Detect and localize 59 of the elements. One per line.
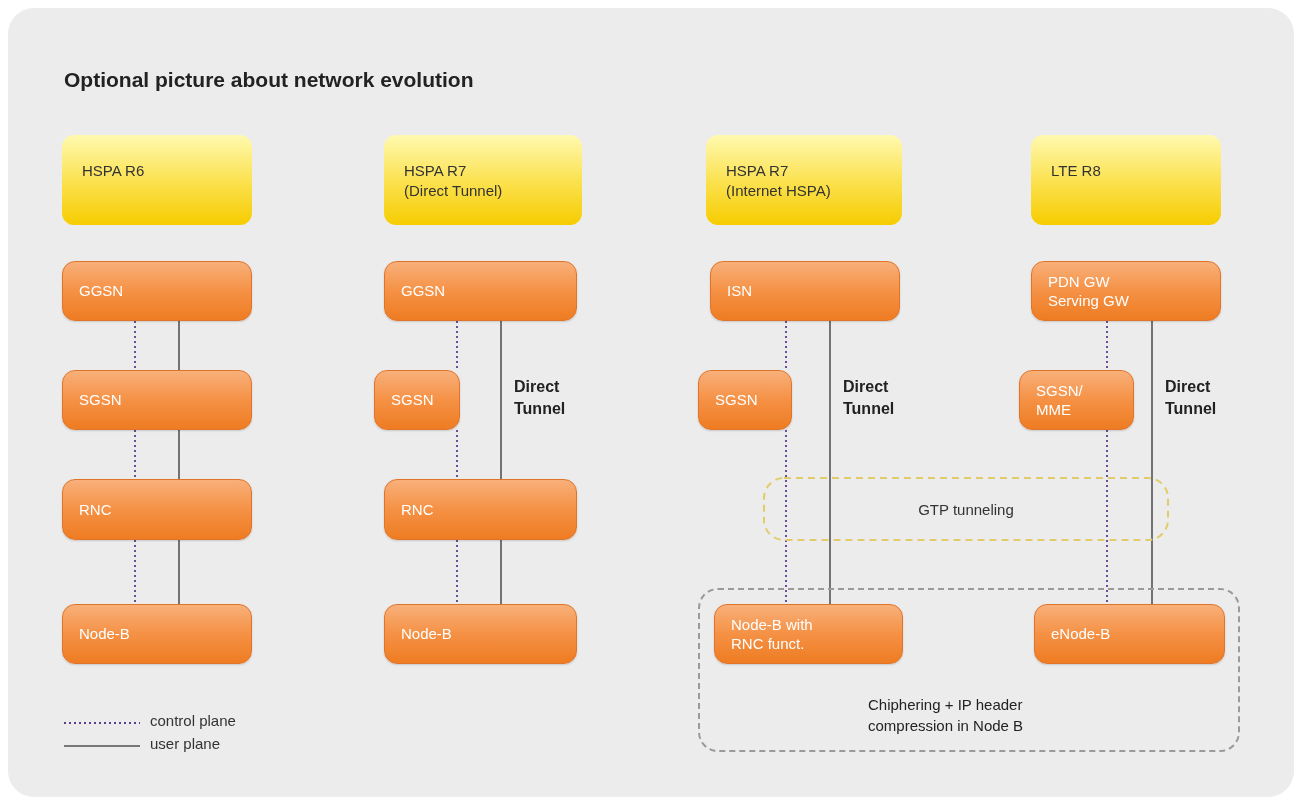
node-label: RNC: [79, 499, 112, 520]
network-node-box: [710, 261, 900, 321]
node-label: LTE R8: [1051, 161, 1101, 181]
control-plane-line: [456, 539, 458, 605]
node-label: Node-B: [401, 624, 452, 644]
node-label: HSPA R7 (Internet HSPA): [726, 161, 832, 200]
control-plane-line: [134, 429, 136, 480]
node-b-group-region: [698, 588, 1240, 752]
user-plane-line: [500, 539, 502, 605]
release-header-box: [706, 135, 902, 225]
network-node-box: [1019, 370, 1134, 430]
release-header-box: [1031, 135, 1221, 225]
release-header-box: [62, 135, 252, 225]
user-plane-line: [178, 429, 180, 480]
control-plane-line: [785, 429, 787, 605]
node-label: SGSN: [79, 390, 122, 410]
network-node-box: [374, 370, 460, 430]
user-plane-line: [1151, 320, 1153, 605]
node-label: GGSN: [401, 281, 446, 301]
node-label: HSPA R7 (Direct Tunnel): [404, 161, 504, 200]
control-plane-line: [785, 320, 787, 371]
node-label: ISN: [727, 281, 752, 301]
node-label: SGSN: [391, 390, 434, 410]
control-plane-line: [1106, 320, 1108, 371]
user-plane-line: [500, 320, 502, 480]
release-header-box: [384, 135, 582, 225]
user-plane-line: [178, 320, 180, 371]
network-node-box: [384, 479, 577, 540]
region-label: GTP tunneling: [918, 500, 1014, 518]
control-plane-line: [456, 320, 458, 371]
node-label: eNode-B: [1051, 624, 1111, 644]
node-label: SGSN: [715, 390, 758, 410]
node-label: Chiphering + IP header compression in Node B: [868, 695, 1025, 736]
network-node-box: [714, 604, 903, 664]
network-node-box: [1031, 261, 1221, 321]
network-node-box: [384, 261, 577, 321]
node-label: HSPA R6: [82, 161, 145, 181]
node-label: GGSN: [79, 281, 124, 301]
network-node-box: [384, 604, 577, 664]
control-plane-line: [134, 320, 136, 371]
network-node-box: [62, 261, 252, 321]
network-node-box: [62, 604, 252, 664]
user-plane-line: [178, 539, 180, 605]
node-label: Node-B with RNC funct.: [731, 614, 814, 654]
diagram-title: Optional picture about network evolution: [64, 68, 474, 92]
control-plane-line: [134, 539, 136, 605]
node-label: SGSN/ MME: [1036, 380, 1084, 420]
user-plane-line: [829, 320, 831, 605]
node-label: RNC: [401, 499, 434, 520]
network-node-box: [62, 479, 252, 540]
legend-label: user plane: [150, 735, 221, 752]
network-node-box: [62, 370, 252, 430]
node-label: Node-B: [79, 624, 130, 644]
network-node-box: [1034, 604, 1225, 664]
legend-label: control plane: [150, 712, 236, 729]
network-node-box: [698, 370, 792, 430]
control-plane-line: [456, 429, 458, 480]
control-plane-line: [1106, 429, 1108, 605]
node-label: PDN GW Serving GW: [1048, 271, 1130, 311]
